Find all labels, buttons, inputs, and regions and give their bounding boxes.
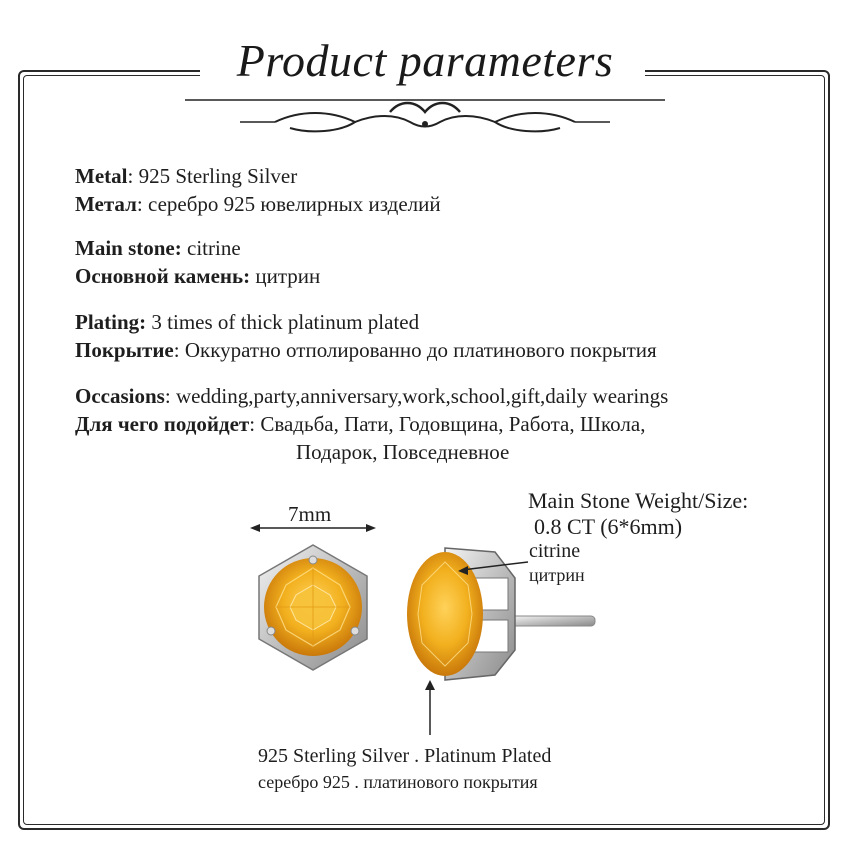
stone-pointer xyxy=(458,561,529,575)
metal-label-en: 925 Sterling Silver . Platinum Plated xyxy=(258,745,552,767)
spec-sep: : xyxy=(249,412,261,436)
spec-value: wedding,party,anniversary,work,school,gi… xyxy=(175,384,669,408)
spec-occasions-ru: Для чего подойдет: Свадьба, Пати, Годовщ… xyxy=(75,412,645,437)
stone-label-en: citrine xyxy=(529,540,581,562)
flourish-ornament xyxy=(185,99,665,133)
weight-value: 0.8 CT (6*6mm) xyxy=(534,514,683,539)
size-label: 7mm xyxy=(288,502,332,526)
spec-occasions-ru-line2: Подарок, Повседневное xyxy=(296,440,510,464)
earring-diagram xyxy=(250,524,596,735)
spec-value: Свадьба, Пати, Годовщина, Работа, Школа, xyxy=(260,412,646,436)
spec-label: Main stone: xyxy=(75,236,182,260)
spec-stone-ru: Основной камень: цитрин xyxy=(75,264,320,289)
spec-sep: : xyxy=(127,164,139,188)
spec-label: Для чего подойдет xyxy=(75,412,250,436)
earring-front-view xyxy=(258,544,368,671)
spec-value: citrine xyxy=(187,236,241,260)
size-arrow xyxy=(250,524,376,532)
spec-sep: : xyxy=(173,338,185,362)
spec-sep: : xyxy=(164,384,176,408)
weight-title: Main Stone Weight/Size: xyxy=(528,488,749,513)
spec-stone-en: Main stone: citrine xyxy=(75,236,241,261)
spec-value: 3 times of thick platinum plated xyxy=(151,310,420,334)
spec-plating-ru: Покрытие: Оккуратно отполированно до пла… xyxy=(75,338,657,363)
earring-side-view xyxy=(407,547,596,681)
spec-occasions-en: Occasions: wedding,party,anniversary,wor… xyxy=(75,384,668,409)
metal-pointer xyxy=(425,680,435,735)
spec-sep: : xyxy=(136,192,148,216)
spec-label: Metal xyxy=(75,164,128,188)
spec-value: цитрин xyxy=(255,264,321,288)
spec-label: Occasions xyxy=(75,384,165,408)
stone-label-ru: цитрин xyxy=(529,565,585,585)
spec-value: серебро 925 ювелирных изделий xyxy=(148,192,441,216)
metal-label-ru: серебро 925 . платинового покрытия xyxy=(258,772,538,792)
page-title: Product parameters xyxy=(236,35,614,86)
spec-label: Основной камень: xyxy=(75,264,251,288)
spec-value: Оккуратно отполированно до платинового п… xyxy=(184,338,657,362)
spec-plating-en: Plating: 3 times of thick platinum plate… xyxy=(75,310,419,335)
spec-label: Plating: xyxy=(75,310,147,334)
spec-value: 925 Sterling Silver xyxy=(138,164,298,188)
spec-label: Метал xyxy=(75,192,137,216)
spec-metal-en: Metal: 925 Sterling Silver xyxy=(75,164,297,189)
spec-label: Покрытие xyxy=(75,338,174,362)
spec-metal-ru: Метал: серебро 925 ювелирных изделий xyxy=(75,192,441,217)
title-gap xyxy=(200,60,645,84)
